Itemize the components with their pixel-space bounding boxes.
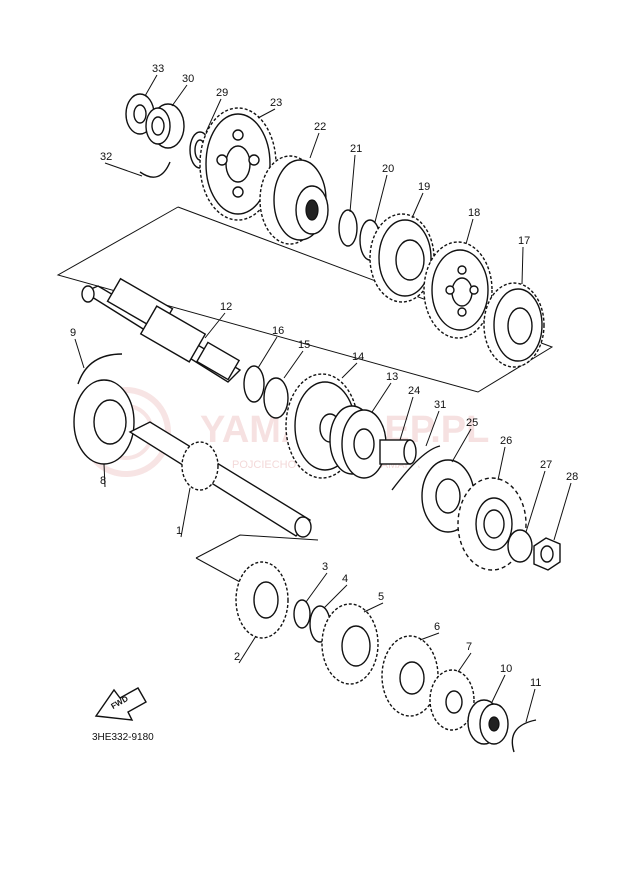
bearing-13: [329, 405, 387, 479]
part-21-circlip: [338, 209, 358, 247]
part-label-32: 32: [100, 151, 112, 163]
leader-line-30: [171, 84, 188, 107]
gear-17: [483, 282, 545, 368]
part-15-washer: [263, 377, 289, 419]
part-label-22: 22: [314, 121, 326, 133]
part-label-10: 10: [500, 663, 512, 675]
leader-line-3: [305, 572, 328, 603]
lower-group-outline-left: [195, 557, 241, 583]
part-label-7: 7: [466, 641, 472, 653]
leader-line-22: [309, 132, 320, 159]
bearing-10: [467, 699, 509, 745]
leader-line-28: [553, 482, 572, 541]
lower-group-outline: [195, 534, 319, 559]
leader-line-2: [238, 635, 257, 664]
part-label-17: 17: [518, 235, 530, 247]
part-11-circlip: [511, 719, 537, 753]
part-label-6: 6: [434, 621, 440, 633]
leader-line-33: [144, 74, 158, 97]
part-label-24: 24: [408, 385, 420, 397]
gear-5: [321, 603, 379, 685]
part-label-19: 19: [418, 181, 430, 193]
main-axle-12: [81, 277, 242, 383]
part-label-20: 20: [382, 163, 394, 175]
leader-line-5: [363, 602, 384, 613]
collar-24: [379, 439, 417, 465]
leader-line-23: [257, 108, 276, 119]
gear-7: [429, 669, 475, 731]
gear-18: [423, 241, 493, 339]
leader-line-12: [204, 312, 226, 339]
leader-line-10: [491, 674, 506, 703]
fwd-arrow-icon: FWD: [94, 687, 147, 721]
part-label-4: 4: [342, 573, 348, 585]
part-label-23: 23: [270, 97, 282, 109]
drive-axle-1: [128, 421, 312, 538]
drawing-code: 3HE332-9180: [92, 732, 154, 743]
gear-2: [235, 561, 289, 639]
part-label-1: 1: [176, 525, 182, 537]
leader-line-8: [103, 463, 106, 488]
leader-line-25: [451, 428, 472, 463]
part-label-13: 13: [386, 371, 398, 383]
part-label-33: 33: [152, 63, 164, 75]
part-label-31: 31: [434, 399, 446, 411]
leader-line-24: [399, 396, 414, 441]
part-label-25: 25: [466, 417, 478, 429]
part-3-circlip: [293, 599, 311, 629]
lock-washer-27: [507, 529, 533, 563]
leader-line-9: [74, 338, 85, 369]
part-label-16: 16: [272, 325, 284, 337]
leader-line-27: [525, 470, 546, 533]
leader-line-15: [283, 350, 304, 379]
leader-line-14: [341, 362, 358, 379]
part-9-circlip: [77, 353, 123, 385]
leader-line-1: [180, 487, 191, 538]
part-label-29: 29: [216, 87, 228, 99]
part-label-30: 30: [182, 73, 194, 85]
part-16-circlip: [243, 365, 265, 403]
part-label-26: 26: [500, 435, 512, 447]
part-label-14: 14: [352, 351, 364, 363]
leader-line-18: [465, 218, 474, 245]
part-label-18: 18: [468, 207, 480, 219]
part-label-2: 2: [234, 651, 240, 663]
part-label-15: 15: [298, 339, 310, 351]
part-label-11: 11: [530, 677, 541, 689]
part-label-12: 12: [220, 301, 232, 313]
leader-line-26: [497, 446, 506, 481]
leader-line-29: [205, 98, 222, 133]
part-label-3: 3: [322, 561, 328, 573]
gear-19: [369, 213, 435, 303]
leader-line-16: [257, 336, 278, 369]
leader-line-11: [525, 688, 536, 723]
part-label-5: 5: [378, 591, 384, 603]
part-label-9: 9: [70, 327, 76, 339]
part-label-28: 28: [566, 471, 578, 483]
gear-22: [259, 155, 329, 245]
part-30-bearing: [145, 103, 185, 149]
leader-line-7: [457, 652, 472, 673]
part-32-circlip: [139, 161, 171, 178]
part-label-21: 21: [350, 143, 362, 155]
leader-line-13: [371, 382, 392, 413]
leader-line-20: [374, 174, 388, 223]
part-label-27: 27: [540, 459, 552, 471]
leader-lines: [74, 74, 572, 723]
leader-line-32: [104, 162, 143, 177]
leader-line-4: [323, 584, 348, 609]
leader-line-19: [411, 192, 424, 219]
leader-line-21: [349, 154, 356, 213]
bearing-8: [73, 379, 135, 465]
leader-line-17: [521, 246, 524, 285]
gear-23: [199, 107, 277, 221]
leader-line-6: [419, 632, 440, 641]
leader-line-31: [425, 410, 440, 447]
part-31-circlip: [391, 445, 441, 491]
part-label-8: 8: [100, 475, 106, 487]
